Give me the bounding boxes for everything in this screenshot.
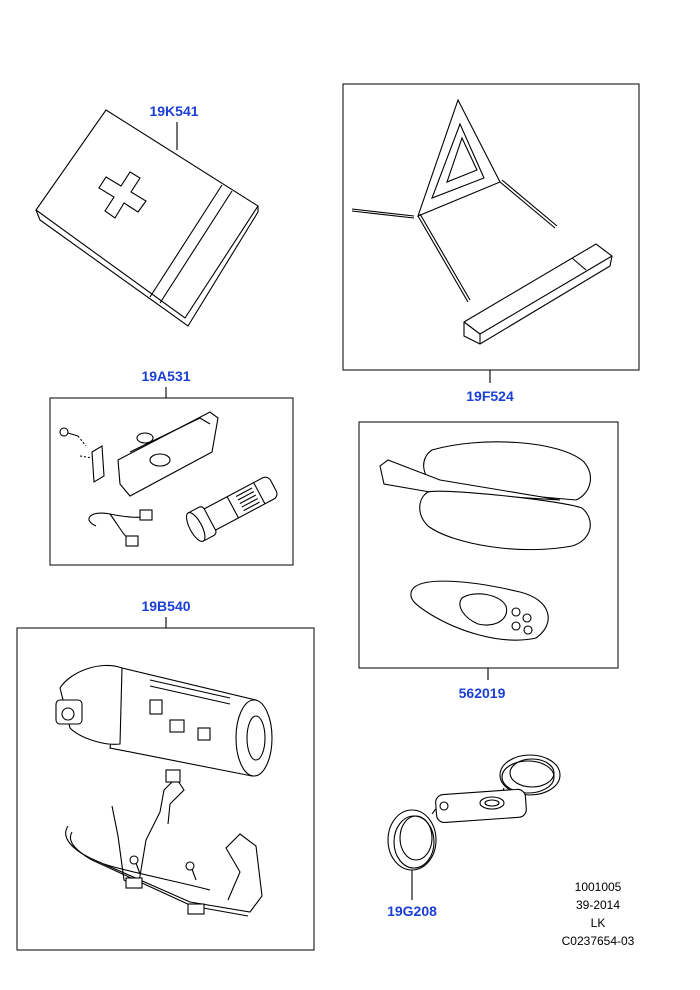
- label-19F524: 19F524: [466, 388, 514, 404]
- tyre-kit-box: [16, 627, 315, 951]
- warning-triangle: 19F524: [342, 83, 640, 404]
- reference-block: 1001005 39-2014 LK C0237654-03: [562, 880, 635, 948]
- label-19K541: 19K541: [149, 103, 198, 119]
- torch-kit: 19A531: [49, 368, 294, 566]
- label-562019: 562019: [459, 685, 506, 701]
- label-19G208: 19G208: [387, 903, 437, 919]
- label-19B540: 19B540: [141, 598, 190, 614]
- triangle-box: [342, 83, 640, 371]
- tyre-repair-kit: 19B540: [16, 598, 315, 951]
- ref-line-3: LK: [591, 916, 606, 930]
- remote-cable: 19G208: [387, 754, 561, 919]
- triangle-case: [463, 243, 613, 345]
- torch-holder: [117, 411, 219, 497]
- cover-pouch: 562019: [358, 421, 619, 701]
- ref-line-1: 1001005: [575, 880, 622, 894]
- torch-box: [49, 397, 294, 566]
- mounting-bracket: [65, 825, 263, 913]
- cross-icon: [98, 171, 147, 219]
- label-19A531: 19A531: [141, 368, 190, 384]
- kit-body: [35, 109, 259, 319]
- pouch-shell: [419, 490, 591, 551]
- key-fob: [410, 580, 549, 641]
- first-aid-kit: 19K541: [35, 103, 259, 327]
- canister-cap: [59, 664, 123, 745]
- ref-line-2: 39-2014: [576, 898, 620, 912]
- ref-line-4: C0237654-03: [562, 934, 635, 948]
- torch: [185, 476, 278, 542]
- triangle-frame: [417, 98, 501, 217]
